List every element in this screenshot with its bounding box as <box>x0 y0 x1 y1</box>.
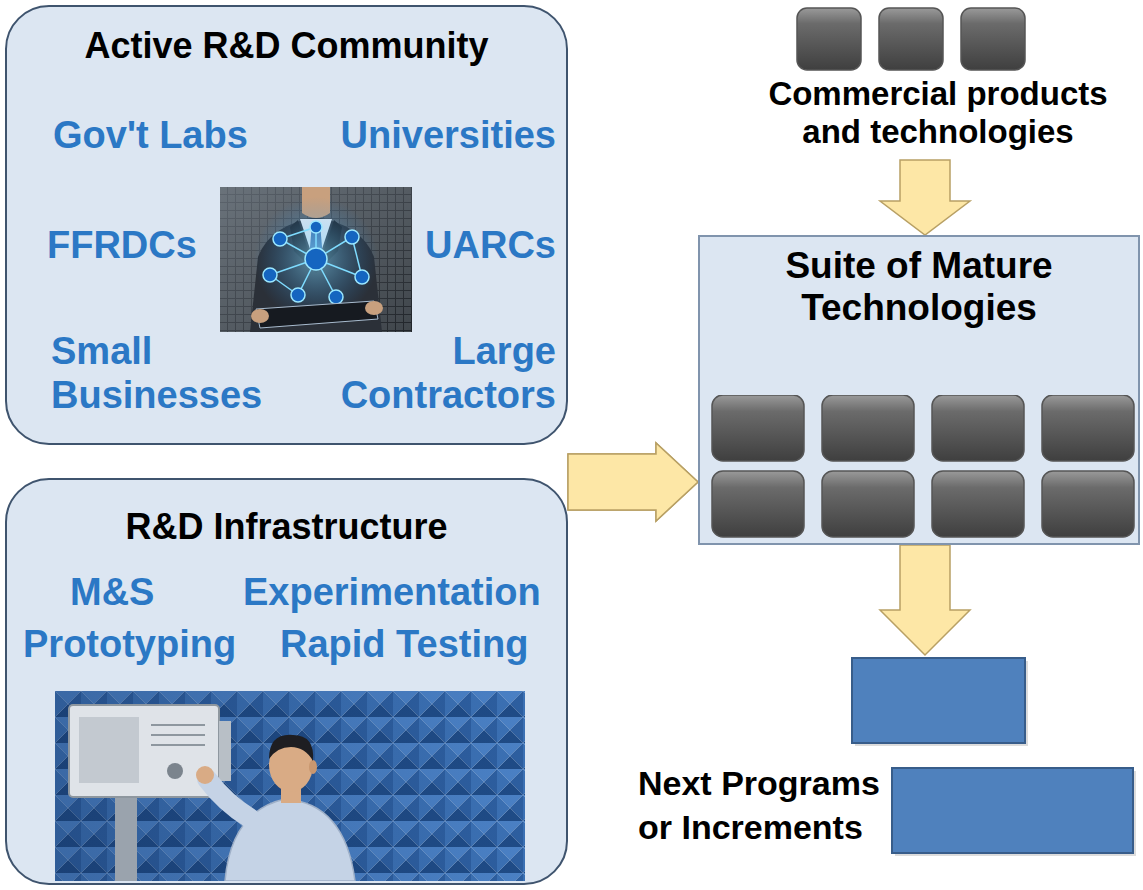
panel-heading: R&D Infrastructure <box>7 506 566 548</box>
illustration-detail <box>256 301 378 328</box>
illustration-detail <box>263 268 277 282</box>
block-arrow <box>880 545 970 655</box>
text-slot: Experimentation <box>243 570 541 614</box>
member-label: Universities <box>341 113 556 157</box>
illustration-detail <box>892 768 1133 853</box>
text-slot: Next Programs or Increments <box>638 761 886 849</box>
anechoic-chamber-photo <box>55 691 525 881</box>
technology-suite-box: Suite of Mature Technologies <box>698 235 1140 545</box>
illustration-detail <box>329 290 343 304</box>
illustration-detail <box>961 8 1025 70</box>
illustration-detail <box>712 471 804 537</box>
panel-heading: Active R&D Community <box>7 25 566 67</box>
group-caption: Commercial products and technologies <box>753 75 1123 151</box>
illustration-detail <box>712 395 804 461</box>
member-label: Gov't Labs <box>53 113 248 157</box>
text-slot: Large Contractors <box>316 329 556 417</box>
illustration-detail <box>151 725 205 745</box>
source-group: Commercial products and technologies <box>753 5 1123 160</box>
member-label: Small Businesses <box>51 329 291 417</box>
illustration-detail <box>291 288 305 302</box>
illustration-detail <box>167 763 183 779</box>
illustration-detail <box>273 232 287 246</box>
illustration-detail <box>263 221 369 304</box>
illustration-detail <box>309 760 317 774</box>
illustration-detail <box>151 744 205 746</box>
text-slot: Suite of Mature Technologies <box>700 245 1138 329</box>
block-arrow <box>568 443 698 521</box>
illustration-detail <box>115 791 137 881</box>
text-slot: UARCs <box>425 223 556 267</box>
text-slot: Universities <box>341 113 556 157</box>
illustration-detail <box>55 691 525 881</box>
text-slot: Active R&D Community <box>7 25 566 67</box>
illustration-detail <box>1042 471 1134 537</box>
block-arrow <box>568 443 698 521</box>
member-label: Large Contractors <box>316 329 556 417</box>
group-panel: R&D InfrastructureM&S ExperimentationProt… <box>5 478 568 885</box>
text-slot: Small Businesses <box>51 329 291 417</box>
illustration-detail <box>305 248 327 270</box>
illustration-detail <box>355 270 369 284</box>
capability-label: Prototyping <box>23 622 236 666</box>
capability-label: Rapid Testing <box>280 622 528 666</box>
illustration-detail <box>196 766 214 784</box>
illustration-detail <box>251 309 269 323</box>
text-slot: FFRDCs <box>47 223 197 267</box>
member-label: FFRDCs <box>47 223 197 267</box>
illustration-detail <box>822 471 914 537</box>
group-caption: Next Programs or Increments <box>638 761 886 849</box>
illustration-detail <box>151 734 205 736</box>
text-slot: Rapid Testing <box>280 622 528 666</box>
text-slot: M&S <box>70 570 154 614</box>
capability-label: Experimentation <box>243 570 541 614</box>
text-slot: Commercial products and technologies <box>753 75 1123 151</box>
illustration-detail <box>932 471 1024 537</box>
illustration-detail <box>345 230 359 244</box>
group-panel: Active R&D CommunityGov't Labs Universiti… <box>5 5 568 445</box>
illustration-detail <box>55 691 525 881</box>
text-slot: R&D Infrastructure <box>7 506 566 548</box>
block-arrow <box>880 160 970 235</box>
text-slot: Prototyping <box>23 622 236 666</box>
illustration-detail <box>269 735 313 761</box>
text-slot: Gov't Labs <box>53 113 248 157</box>
illustration-detail <box>220 187 412 332</box>
member-label: UARCs <box>425 223 556 267</box>
illustration-detail <box>310 221 322 233</box>
illustration-detail <box>879 8 943 70</box>
illustration-detail <box>822 395 914 461</box>
program-group: Next Programs or Increments <box>638 655 1138 865</box>
illustration-detail <box>207 779 251 819</box>
illustration-detail <box>79 717 139 783</box>
box-heading: Suite of Mature Technologies <box>700 245 1138 329</box>
illustration-detail <box>270 227 362 297</box>
technology-tiles <box>700 395 1138 545</box>
illustration-detail <box>1042 395 1134 461</box>
illustration-detail <box>69 705 219 797</box>
capability-label: M&S <box>70 570 154 614</box>
illustration-detail <box>220 187 412 332</box>
product-tiles <box>753 5 1123 75</box>
businessman-photo <box>220 187 412 332</box>
illustration-detail <box>365 301 383 315</box>
illustration-detail <box>712 395 1134 537</box>
illustration-detail <box>932 395 1024 461</box>
illustration-detail <box>151 724 205 726</box>
illustration-detail <box>852 658 1025 743</box>
illustration-detail <box>797 8 861 70</box>
illustration-detail <box>219 721 231 781</box>
